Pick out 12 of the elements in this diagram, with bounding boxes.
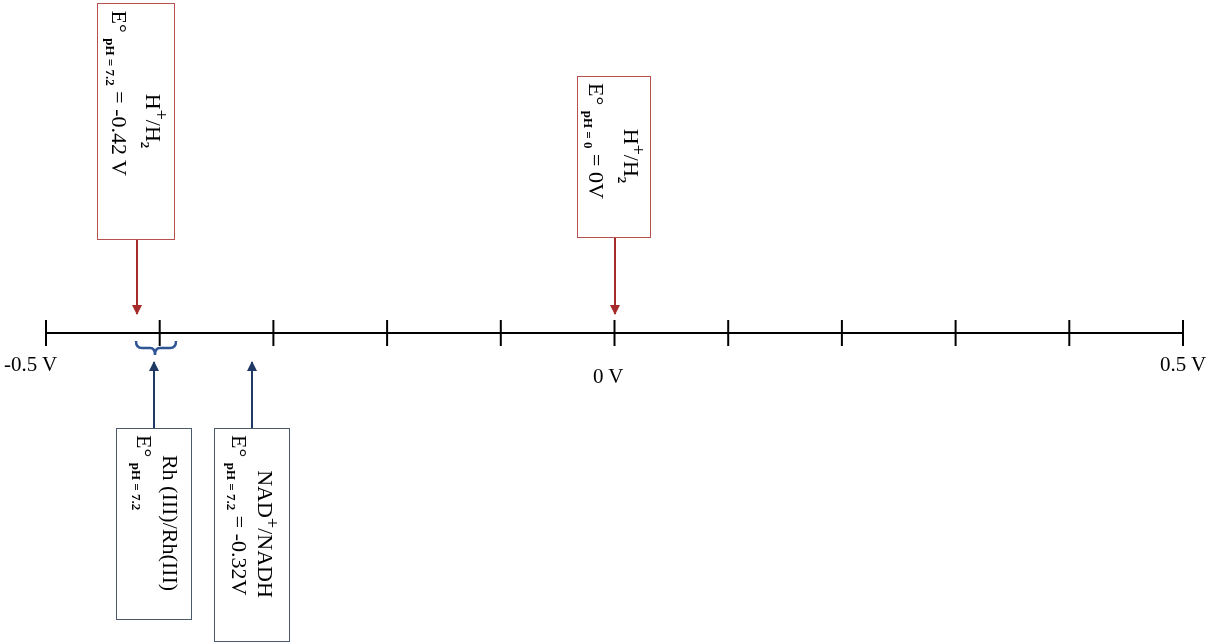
axis-tick-label: -0.5 V <box>4 352 58 377</box>
axis-tick-label: 0 V <box>593 364 624 389</box>
label-box <box>577 76 651 238</box>
label-box <box>97 3 175 240</box>
arrow <box>610 237 620 315</box>
label-box <box>214 428 290 642</box>
arrow <box>132 239 142 315</box>
label-box <box>116 428 192 620</box>
arrow <box>247 361 257 429</box>
axis-tick-label: 0.5 V <box>1160 352 1207 377</box>
arrow <box>149 361 159 429</box>
redox-couple-label: Rh (III)/Rh(III) <box>157 453 184 594</box>
